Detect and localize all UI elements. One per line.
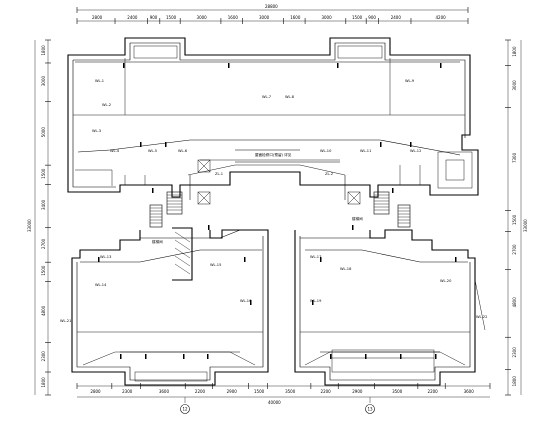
label-wl16: WL-16 [240,299,252,303]
bottom-dim-2: 3600 [159,389,170,394]
left-dim-2: 5000 [41,127,46,138]
top-dim-1: 2400 [127,15,138,20]
left-dim-4: 3400 [41,199,46,210]
label-wl4: WL-4 [110,149,120,153]
top-dim-9: 1500 [352,15,363,20]
top-dim-7: 1600 [290,15,301,20]
bottom-dim-8: 2900 [352,389,363,394]
top-total-dim: 28800 [265,4,278,9]
label-wl20: WL-20 [440,279,452,283]
label-wl9: WL-9 [405,79,415,83]
label-wl22: WL-22 [476,315,487,319]
top-dim-5: 1600 [228,15,239,20]
label-wl11: WL-11 [360,149,371,153]
label-wl10: WL-10 [320,149,332,153]
center-box-right: ZL-2 [325,172,333,176]
devices-lower [98,257,457,359]
right-total-dim: 33000 [523,219,528,232]
label-wl1: WL-1 [95,79,104,83]
label-wl15: WL-15 [210,263,221,267]
bottom-dim-4: 2900 [227,389,238,394]
upper-roof-outline [67,37,479,198]
label-wl18: WL-18 [340,267,352,271]
label-wl21: WL-21 [60,319,71,323]
left-dim-8: 2300 [41,351,46,362]
right-dim-0: 1800 [512,46,517,57]
wiring-lower [80,229,468,353]
label-wl2: WL-2 [102,103,111,107]
left-dim-9: 1800 [41,377,46,388]
label-wl7: WL-7 [262,95,271,99]
devices-upper [123,63,442,230]
left-dim-7: 4800 [41,305,46,316]
right-dim-4: 2700 [512,244,517,255]
top-dim-3: 1500 [166,15,177,20]
axis-label-b: 13 [367,407,373,412]
right-dim-6: 2300 [512,347,517,358]
top-dimension-chain: 28800 2800 2400 900 1500 3000 1600 3000 1600 300… [76,4,469,24]
axis-bubble-a [180,404,190,414]
bottom-dim-11: 3600 [464,389,475,394]
bottom-dimension-chain: 2800 2300 3600 2200 2900 1500 3500 2200 2900 3500… [76,383,491,414]
bottom-dim-3: 2200 [195,389,206,394]
left-dim-0: 1800 [41,45,46,56]
left-dim-5: 2700 [41,238,46,249]
right-dim-2: 7300 [512,152,517,163]
lower-left-roof [71,229,269,386]
bottom-dim-6: 3500 [285,389,296,394]
axis-bubble-b [365,404,375,414]
right-dim-7: 1800 [512,376,517,387]
stair-label-right: 楼梯间 [352,216,363,221]
left-dim-3: 1500 [41,168,46,179]
top-dim-12: 4200 [435,15,446,20]
circuit-labels: WL-1 WL-2 WL-3 WL-7 WL-8 WL-9 WL-4 WL-5 … [60,79,487,323]
label-wl19: WL-19 [310,299,322,303]
wiring-upper [75,61,461,200]
left-dim-1: 3000 [41,76,46,87]
stair-core-right: 楼梯间 [197,191,411,228]
top-dim-11: 2400 [391,15,402,20]
right-dim-3: 1500 [512,214,517,225]
right-dimension-chain: 1800 3000 7300 1500 2700 4800 2300 1800 33000 [505,39,528,396]
label-wl13: WL-13 [100,255,111,259]
bottom-dim-7: 2200 [321,389,332,394]
top-dim-10: 900 [368,15,376,20]
bottom-total-dim: 40000 [268,400,281,405]
left-total-dim: 33000 [27,219,32,232]
label-wl6: WL-6 [178,149,188,153]
label-wl17: WL-17 [310,255,321,259]
bottom-dim-9: 3500 [392,389,403,394]
label-wl12: WL-12 [410,149,421,153]
top-dim-4: 3000 [197,15,208,20]
bottom-dim-10: 2200 [428,389,439,394]
bottom-dim-1: 2300 [122,389,133,394]
center-box-left: ZL-1 [215,172,223,176]
center-note: 屋面检修口(预留) 详见 [255,152,292,157]
right-dim-5: 4800 [512,297,517,308]
lower-right-roof [294,229,486,386]
label-wl5: WL-5 [148,149,157,153]
bottom-dim-0: 2800 [90,389,101,394]
top-dim-8: 3000 [321,15,332,20]
top-dim-2: 900 [150,15,158,20]
top-dim-6: 3000 [259,15,270,20]
label-wl14: WL-14 [95,283,107,287]
label-wl3: WL-3 [92,129,101,133]
bottom-dim-5: 1500 [254,389,265,394]
label-wl8: WL-8 [285,95,295,99]
left-dim-6: 1500 [41,265,46,276]
stair-label-left: 楼梯间 [152,239,163,244]
left-dimension-chain: 1800 3000 5000 1500 3400 2700 1500 4800 2300 1800… [27,39,51,396]
stair-core-left: 楼梯间 [149,159,211,281]
right-dim-1: 3000 [512,80,517,91]
axis-label-a: 12 [182,407,188,412]
top-dim-0: 2800 [92,15,103,20]
